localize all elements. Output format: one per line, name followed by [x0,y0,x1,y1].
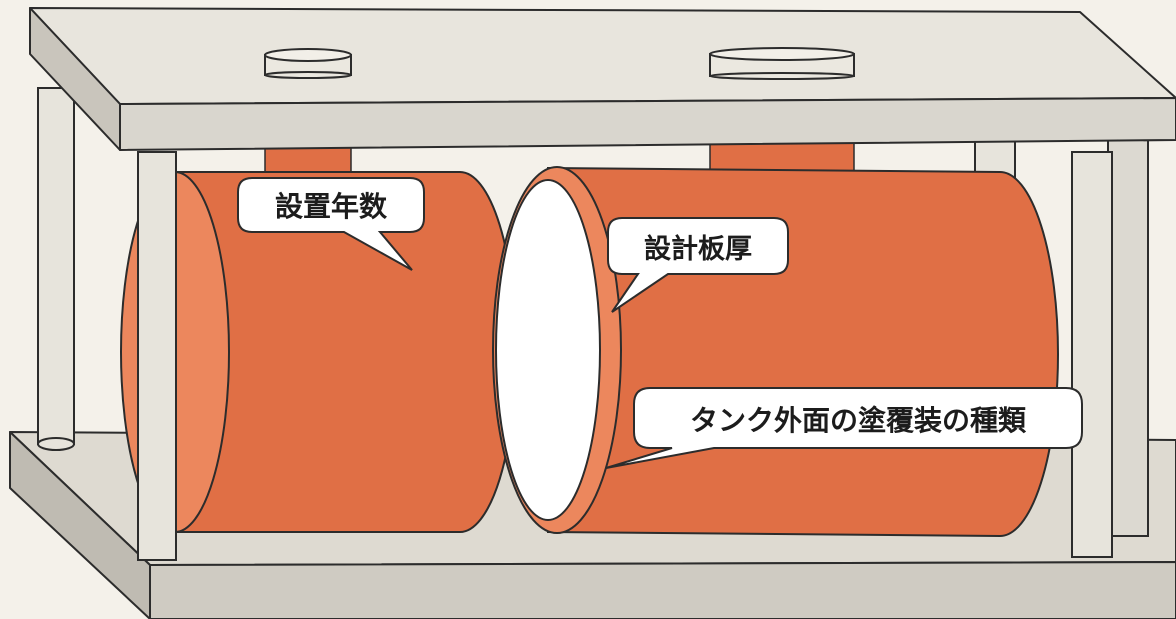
callout-installation-years: 設置年数 [237,177,425,271]
callout-coating-type: タンク外面の塗覆装の種類 [605,387,1083,469]
label-installation-years: 設置年数 [275,190,388,223]
top-plate-fitting-right [709,47,855,80]
frame-leg-front-right [1071,151,1113,558]
label-coating-type: タンク外面の塗覆装の種類 [690,404,1027,437]
tank-right-open-end [492,166,622,534]
frame-leg-right-rear [1107,95,1149,537]
frame-leg-back-left [37,87,75,451]
callout-design-thickness: 設計板厚 [607,217,789,313]
tank-right-opening [495,179,601,521]
top-plate [29,7,1176,151]
label-design-thickness: 設計板厚 [644,233,752,265]
top-plate-fitting-left [264,48,352,79]
frame-leg-front-left [137,151,177,561]
